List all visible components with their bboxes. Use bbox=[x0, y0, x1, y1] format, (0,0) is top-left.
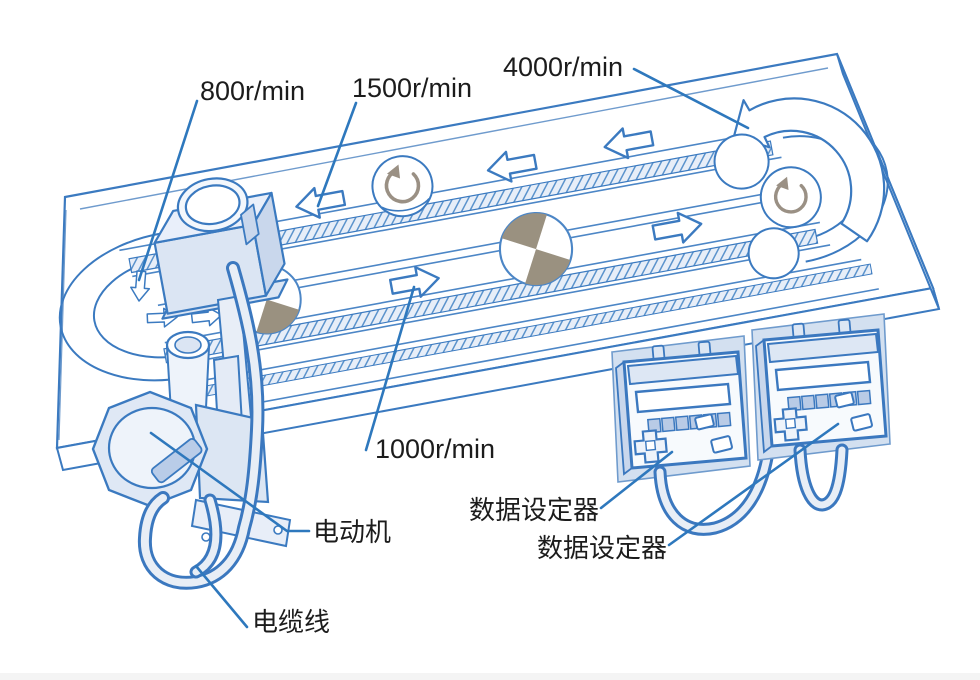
dpad-buttons bbox=[773, 407, 808, 442]
rollers bbox=[371, 133, 822, 280]
label-speed-top-belt: 1500r/min bbox=[352, 73, 472, 103]
leader-1000 bbox=[364, 285, 416, 452]
leader-motor bbox=[149, 431, 311, 533]
roller bbox=[713, 133, 770, 190]
label-cable: 电缆线 bbox=[252, 607, 330, 637]
labels: 800r/min 1500r/min 4000r/min 1000r/min 电… bbox=[200, 52, 667, 637]
side-button bbox=[694, 413, 715, 431]
data-setter-cable bbox=[793, 443, 849, 512]
display-window bbox=[634, 382, 732, 414]
roller bbox=[759, 166, 822, 229]
bottom-strip bbox=[0, 673, 980, 680]
belt-bottom-run bbox=[163, 228, 873, 399]
roller bbox=[371, 155, 434, 218]
label-speed-bottom-belt: 1000r/min bbox=[375, 434, 495, 464]
data-setter-cable bbox=[653, 445, 775, 536]
leader-data-setter-left bbox=[599, 450, 674, 510]
belt-top-run bbox=[128, 140, 774, 274]
leader-800 bbox=[137, 99, 199, 282]
motor-cable bbox=[137, 261, 265, 590]
label-data-setter-right: 数据设定器 bbox=[537, 533, 667, 563]
leader-lines bbox=[137, 67, 840, 629]
side-button bbox=[834, 391, 855, 409]
motor-connector bbox=[150, 437, 203, 484]
display-window bbox=[774, 360, 872, 392]
label-motor: 电动机 bbox=[313, 517, 391, 547]
leader-4000 bbox=[632, 67, 750, 130]
motor-assembly bbox=[91, 261, 292, 590]
data-setter-unit-left bbox=[611, 335, 775, 536]
belt-turn-arrow-icon bbox=[732, 97, 886, 243]
data-setter-unit-right bbox=[751, 313, 891, 512]
label-speed-left-end: 800r/min bbox=[200, 76, 305, 106]
side-button bbox=[850, 413, 873, 432]
leader-1500 bbox=[316, 101, 358, 208]
leader-cable bbox=[194, 564, 249, 629]
label-data-setter-left: 数据设定器 bbox=[469, 495, 599, 525]
label-speed-right-end: 4000r/min bbox=[503, 52, 623, 82]
pallet-puck bbox=[497, 210, 575, 288]
roller bbox=[747, 227, 800, 280]
leader-data-setter-right bbox=[667, 422, 840, 547]
side-button bbox=[710, 435, 733, 454]
